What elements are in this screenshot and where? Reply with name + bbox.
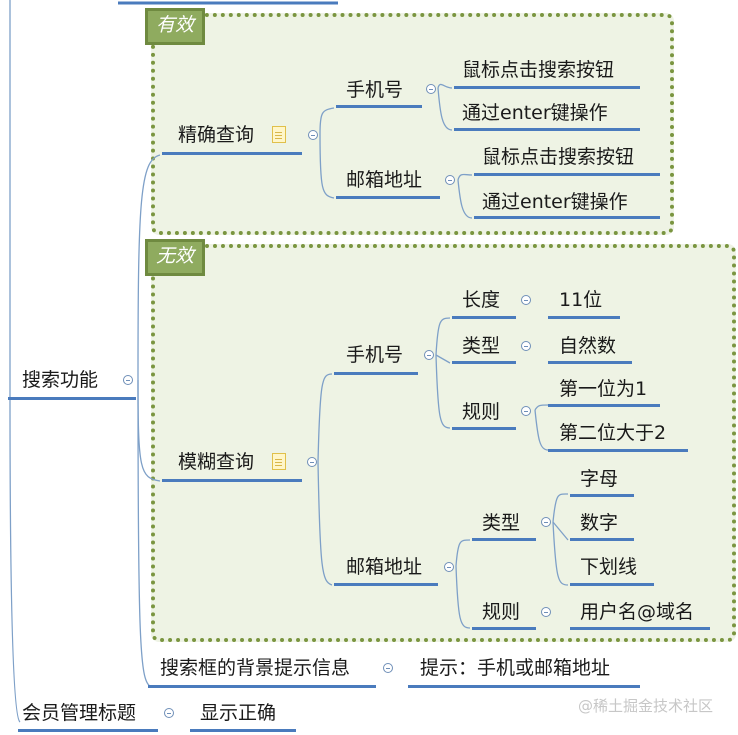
length-value-node[interactable]: 11位 (559, 289, 603, 311)
placeholder-hint-node[interactable]: 提示：手机或邮箱地址 (420, 657, 611, 679)
collapse-icon[interactable] (445, 175, 455, 185)
note-icon[interactable] (272, 453, 286, 470)
watermark: @稀土掘金技术社区 (578, 697, 714, 715)
fuzzy-phone-node[interactable]: 手机号 (346, 344, 404, 366)
note-icon[interactable] (272, 126, 286, 143)
search-function-node[interactable]: 搜索功能 (22, 369, 99, 391)
fuzzy-phone-underline (334, 372, 418, 375)
email-type-node[interactable]: 类型 (482, 512, 521, 534)
exact-phone-enter-node[interactable]: 通过enter键操作 (462, 102, 608, 124)
valid-group-tag: 有效 (145, 8, 205, 45)
invalid-group-tag: 无效 (145, 239, 205, 276)
collapse-icon[interactable] (383, 663, 393, 673)
collapse-icon[interactable] (521, 295, 531, 305)
collapse-icon[interactable] (444, 562, 454, 572)
email-rule-value-node[interactable]: 用户名@域名 (580, 601, 695, 623)
type-node[interactable]: 类型 (462, 335, 501, 357)
underline (548, 361, 632, 364)
digits-node[interactable]: 数字 (580, 512, 619, 534)
exact-phone-click-node[interactable]: 鼠标点击搜索按钮 (462, 59, 615, 81)
underline (548, 404, 660, 407)
email-rule-node[interactable]: 规则 (482, 601, 521, 623)
search-placeholder-node[interactable]: 搜索框的背景提示信息 (160, 657, 351, 679)
underline (454, 86, 640, 89)
exact-phone-underline (336, 105, 422, 108)
collapse-icon[interactable] (308, 130, 318, 140)
invalid-group-box (151, 244, 736, 642)
underline (190, 729, 296, 732)
underline (548, 316, 620, 319)
exact-email-enter-node[interactable]: 通过enter键操作 (482, 191, 628, 213)
underline (452, 316, 516, 319)
collapse-icon[interactable] (541, 607, 551, 617)
member-title-node[interactable]: 会员管理标题 (22, 702, 137, 724)
collapse-icon[interactable] (307, 457, 317, 467)
exact-email-click-node[interactable]: 鼠标点击搜索按钮 (482, 146, 635, 168)
underline (570, 583, 654, 586)
underline (570, 494, 634, 497)
collapse-icon[interactable] (541, 517, 551, 527)
underline (452, 427, 516, 430)
underline (472, 627, 536, 630)
underline (570, 627, 710, 630)
member-value-node[interactable]: 显示正确 (200, 702, 277, 724)
rule-node[interactable]: 规则 (462, 401, 501, 423)
exact-phone-node[interactable]: 手机号 (346, 79, 404, 101)
underline (18, 729, 158, 732)
exact-query-node[interactable]: 精确查询 (178, 124, 255, 146)
underline (472, 538, 536, 541)
exact-email-underline (336, 196, 440, 199)
underline (474, 173, 660, 176)
fuzzy-query-underline (162, 479, 302, 482)
length-node[interactable]: 长度 (462, 289, 501, 311)
rule-2-node[interactable]: 第二位大于2 (559, 422, 667, 444)
type-value-node[interactable]: 自然数 (559, 335, 617, 357)
collapse-icon[interactable] (424, 350, 434, 360)
collapse-icon[interactable] (164, 708, 174, 718)
exact-query-underline (162, 152, 302, 155)
collapse-icon[interactable] (426, 84, 436, 94)
fuzzy-email-underline (334, 583, 438, 586)
search-function-underline (8, 397, 136, 400)
underline (408, 685, 640, 688)
letters-node[interactable]: 字母 (580, 468, 619, 490)
underline (474, 216, 660, 219)
underline (452, 361, 516, 364)
underline (548, 449, 688, 452)
underline (570, 538, 634, 541)
underline (148, 685, 376, 688)
underline (454, 128, 640, 131)
exact-email-node[interactable]: 邮箱地址 (346, 169, 423, 191)
fuzzy-email-node[interactable]: 邮箱地址 (346, 556, 423, 578)
underscore-node[interactable]: 下划线 (580, 556, 638, 578)
collapse-icon[interactable] (521, 406, 531, 416)
collapse-icon[interactable] (123, 375, 133, 385)
fuzzy-query-node[interactable]: 模糊查询 (178, 451, 255, 473)
collapse-icon[interactable] (521, 341, 531, 351)
rule-1-node[interactable]: 第一位为1 (559, 378, 648, 400)
